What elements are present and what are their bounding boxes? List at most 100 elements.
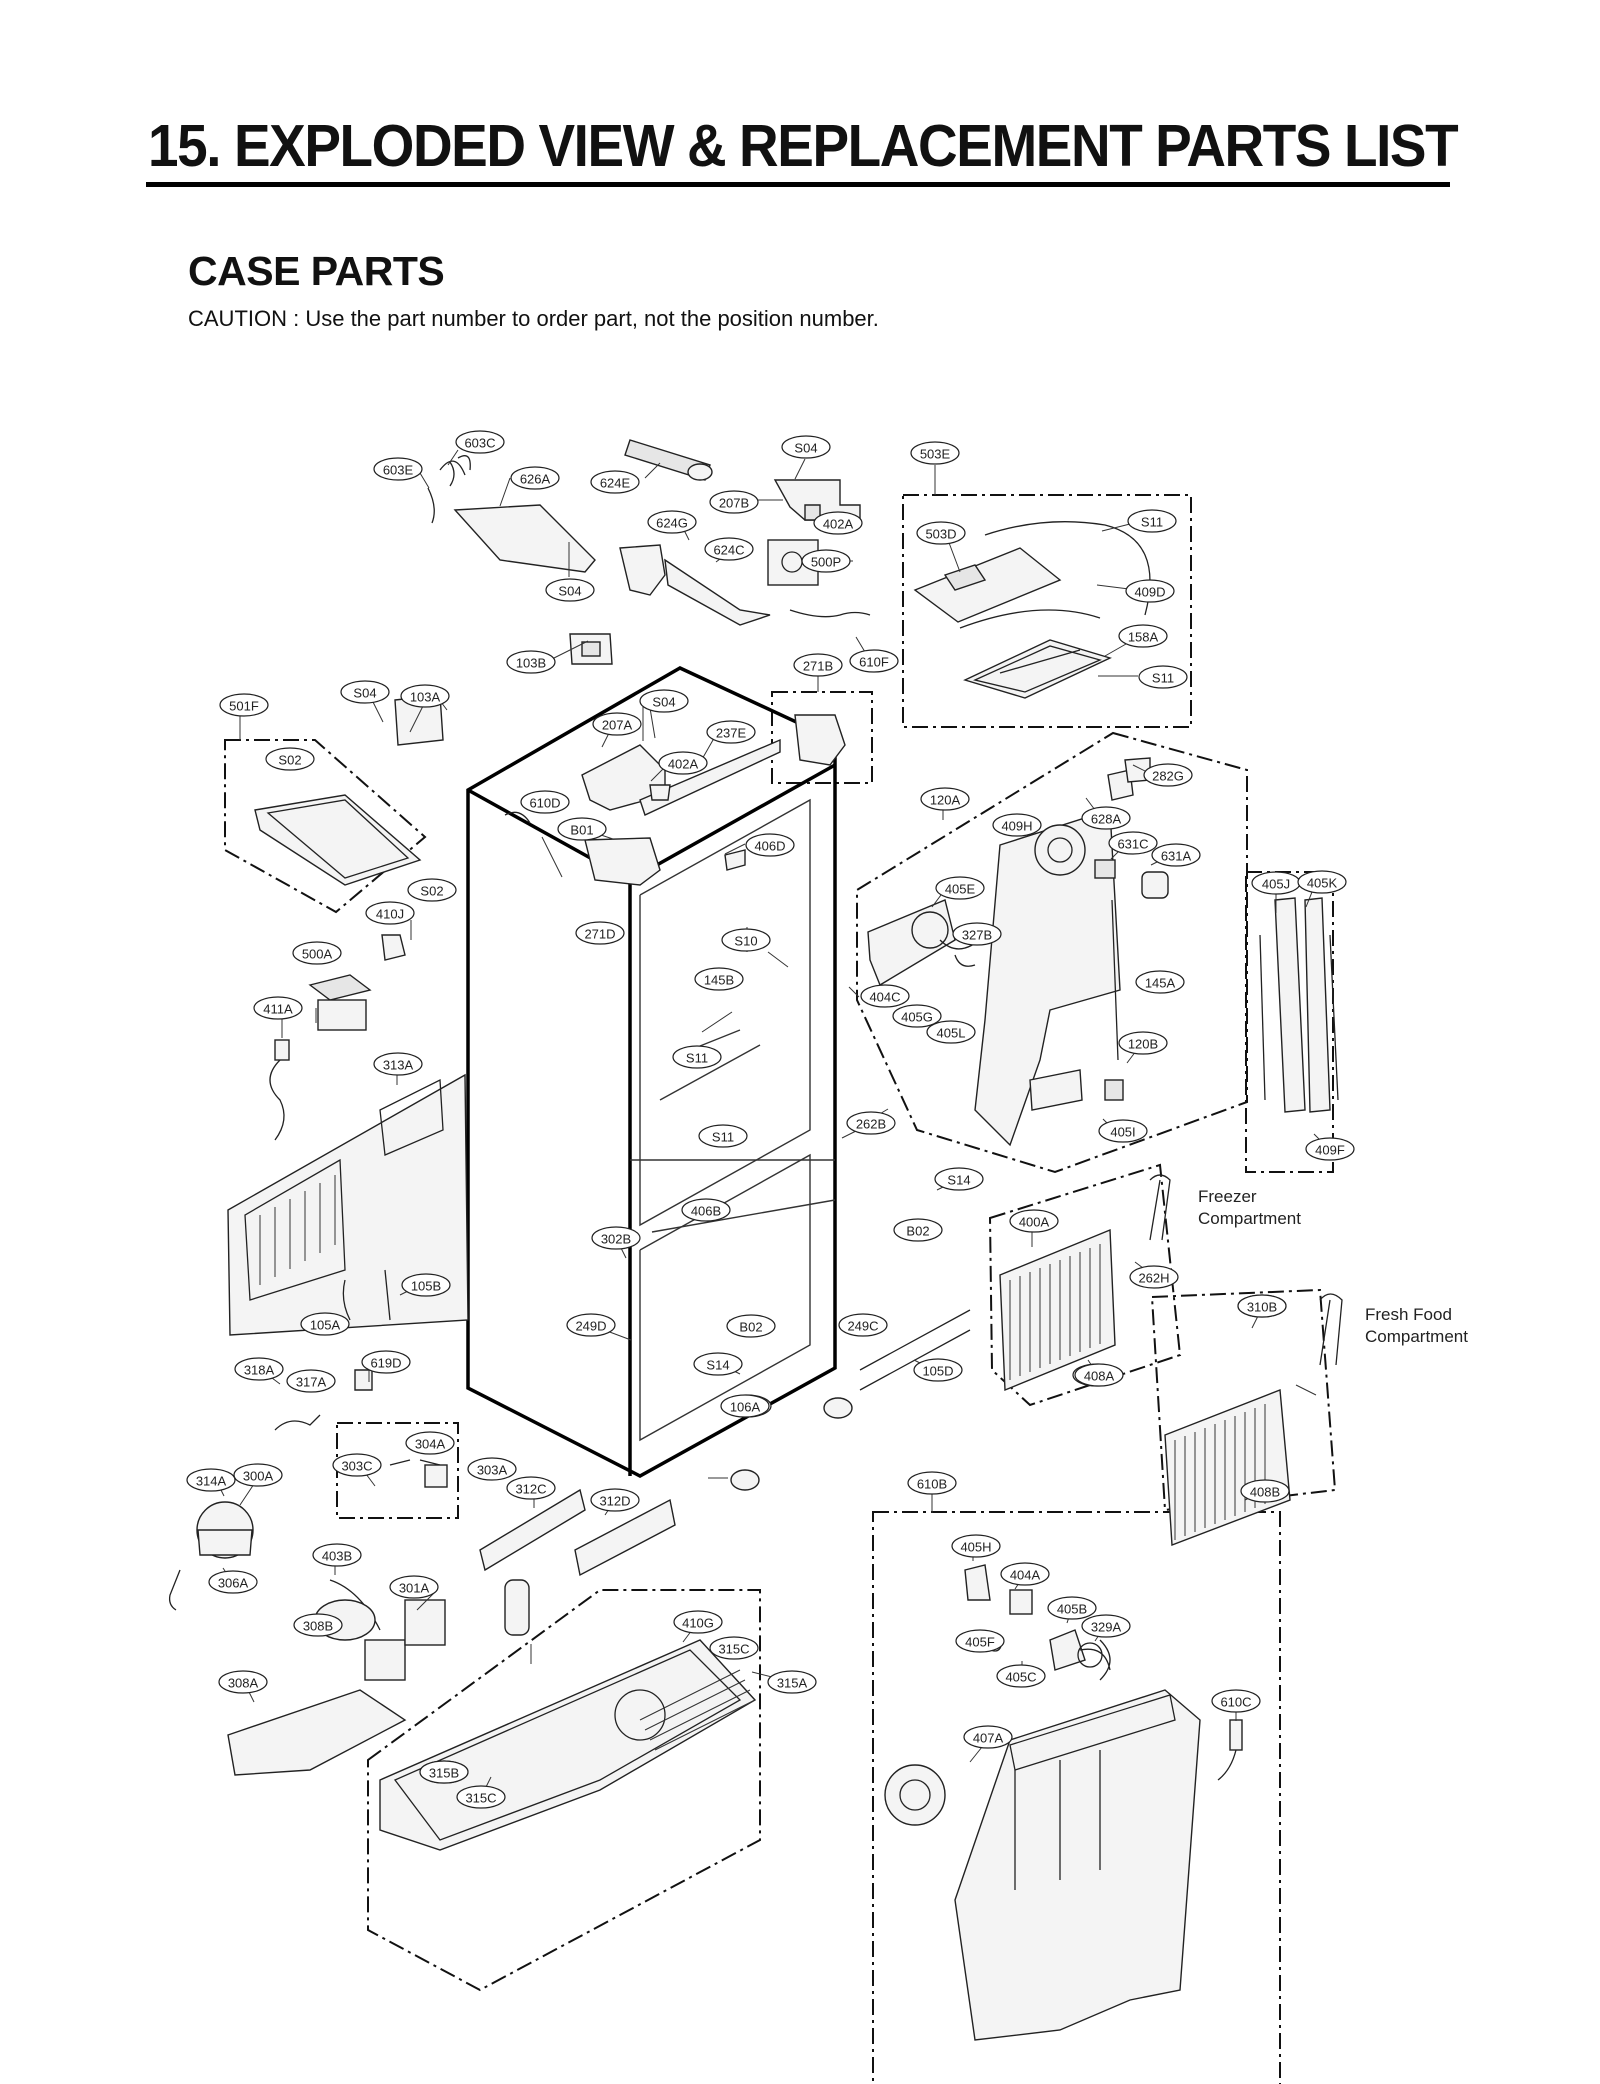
callout-407a-106: 407A xyxy=(963,1725,1013,1749)
callout-282g-34: 282G xyxy=(1143,763,1193,787)
callout-label: S02 xyxy=(420,884,443,899)
callout-label: 603C xyxy=(464,436,495,451)
callout-label: 317A xyxy=(296,1375,327,1390)
callout-303a-82: 303A xyxy=(467,1457,517,1481)
callout-303c-81: 303C xyxy=(332,1453,382,1477)
fresh-food-fan-parts xyxy=(884,1564,1243,2041)
callout-312d-85: 312D xyxy=(590,1488,640,1512)
callout-label: 407A xyxy=(973,1731,1004,1746)
callout-label: 624C xyxy=(713,543,744,558)
caution-note: CAUTION : Use the part number to order p… xyxy=(188,306,879,331)
callout-624c-8: 624C xyxy=(704,537,754,561)
callout-label: 406D xyxy=(754,839,785,854)
callout-label: S11 xyxy=(1152,671,1174,686)
callout-400a-63: 400A xyxy=(1009,1209,1059,1233)
callout-label: 106A xyxy=(730,1400,761,1415)
callout-410g-101: 410G xyxy=(673,1610,723,1634)
callout-610c-105: 610C xyxy=(1211,1689,1261,1713)
callout-label: 406B xyxy=(691,1204,721,1219)
callout-s11-12: S11 xyxy=(1127,509,1177,533)
ice-maker-cover-parts xyxy=(913,521,1151,699)
callout-label: 405B xyxy=(1057,1602,1087,1617)
callout-label: 409D xyxy=(1134,585,1165,600)
callout-label: B02 xyxy=(739,1320,762,1335)
callout-329a-97: 329A xyxy=(1081,1614,1131,1638)
callout-501f-22: 501F xyxy=(219,693,269,717)
callout-label: 271B xyxy=(803,659,833,674)
callout-label: S04 xyxy=(794,441,817,456)
freezer-label-line1: Freezer xyxy=(1198,1187,1257,1206)
callout-label: 405L xyxy=(937,1026,966,1041)
callout-301a-93: 301A xyxy=(389,1575,439,1599)
callout-s02-23: S02 xyxy=(265,747,315,771)
callout-404a-91: 404A xyxy=(1000,1562,1050,1586)
callout-label: 408A xyxy=(1084,1369,1115,1384)
callout-label: 402A xyxy=(823,517,854,532)
callout-s02-41: S02 xyxy=(407,878,457,902)
evaporator-parts xyxy=(999,1174,1343,1546)
callout-405h-90: 405H xyxy=(951,1534,1001,1558)
callout-label: 405I xyxy=(1110,1125,1135,1140)
callout-405l-49: 405L xyxy=(926,1020,976,1044)
callout-318a-72: 318A xyxy=(234,1357,284,1381)
callout-631c-35: 631C xyxy=(1108,831,1158,855)
callout-405j-37: 405J xyxy=(1251,871,1301,895)
callout-label: 105B xyxy=(411,1279,441,1294)
callout-410j-42: 410J xyxy=(365,901,415,925)
callout-label: S04 xyxy=(558,584,581,599)
callout-label: 249D xyxy=(575,1319,606,1334)
callout-label: 409H xyxy=(1001,819,1032,834)
callout-262b-58: 262B xyxy=(846,1111,896,1135)
callout-s04-16: S04 xyxy=(545,578,595,602)
callout-603c-0: 603C xyxy=(455,430,505,454)
callout-label: 282G xyxy=(1152,769,1184,784)
callout-249c-69: 249C xyxy=(838,1313,888,1337)
top-parts xyxy=(254,439,871,1001)
callout-label: 303A xyxy=(477,1463,508,1478)
callout-label: 315A xyxy=(777,1676,808,1691)
callout-315b-107: 315B xyxy=(419,1760,469,1784)
callout-label: 315C xyxy=(718,1642,749,1657)
callout-label: 624E xyxy=(600,476,631,491)
callout-619d-73: 619D xyxy=(361,1350,411,1374)
callout-s10-44: S10 xyxy=(721,928,771,952)
callout-label: S10 xyxy=(734,934,757,949)
title-rule xyxy=(146,182,1450,187)
callout-207a-24: 207A xyxy=(592,712,642,736)
lower-middle-parts xyxy=(379,1309,971,1851)
callout-label: S11 xyxy=(686,1051,708,1066)
section-heading: CASE PARTS xyxy=(188,248,445,294)
callout-610b-86: 610B xyxy=(907,1471,957,1495)
callout-label: 312D xyxy=(599,1494,630,1509)
callout-308a-104: 308A xyxy=(218,1670,268,1694)
callout-label: 405E xyxy=(945,882,976,897)
callout-402a-27: 402A xyxy=(658,751,708,775)
callout-s11-54: S11 xyxy=(672,1045,722,1069)
callout-label: 308B xyxy=(303,1619,333,1634)
callout-405k-38: 405K xyxy=(1297,870,1347,894)
callout-label: S11 xyxy=(1141,515,1163,530)
callout-402a-6: 402A xyxy=(813,511,863,535)
callout-label: 603E xyxy=(383,463,414,478)
callout-406b-60: 406B xyxy=(681,1198,731,1222)
callout-label: 310B xyxy=(1247,1300,1277,1315)
callout-label: B01 xyxy=(570,823,593,838)
callout-409h-32: 409H xyxy=(992,813,1042,837)
callout-label: 262H xyxy=(1138,1271,1169,1286)
callout-s11-15: S11 xyxy=(1138,665,1188,689)
callout-500a-45: 500A xyxy=(292,941,342,965)
callout-label: 314A xyxy=(196,1474,227,1489)
callout-label: 306A xyxy=(218,1576,249,1591)
callout-label: 405G xyxy=(901,1010,933,1025)
callout-label: 158A xyxy=(1128,630,1159,645)
callout-label: 405F xyxy=(965,1635,995,1650)
callout-label: 120B xyxy=(1128,1037,1158,1052)
callout-b02-68: B02 xyxy=(726,1314,776,1338)
callout-label: 262B xyxy=(856,1117,886,1132)
callout-b02-61: B02 xyxy=(893,1218,943,1242)
callout-120b-51: 120B xyxy=(1118,1031,1168,1055)
callout-158a-14: 158A xyxy=(1118,624,1168,648)
left-side-parts xyxy=(168,999,469,1776)
callout-145a-50: 145A xyxy=(1135,970,1185,994)
